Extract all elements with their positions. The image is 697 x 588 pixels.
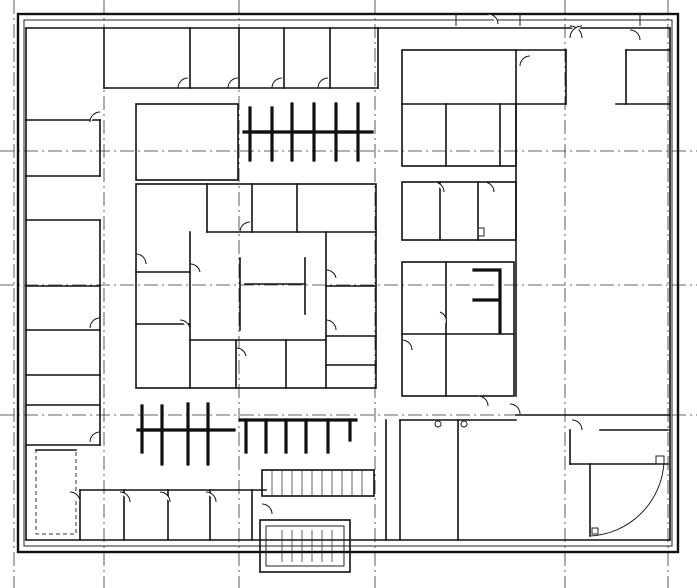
door-swing [509, 403, 521, 415]
bottom-right-suite [385, 419, 669, 541]
door-swing [189, 263, 201, 273]
door-swing [439, 311, 447, 325]
workstations-upper [242, 102, 374, 162]
door-swing [89, 111, 101, 123]
door-swing [205, 491, 217, 503]
fixture-marker [460, 420, 468, 428]
door-swing [69, 491, 81, 503]
fixture-marker [434, 420, 442, 428]
door-swing [571, 419, 583, 431]
door-swing [317, 77, 329, 89]
fixture-marker [477, 227, 485, 237]
door-swing [227, 77, 239, 89]
fixtures [434, 227, 665, 535]
door-swing [477, 395, 489, 407]
door-swing [629, 29, 641, 41]
door-swing [135, 253, 147, 265]
door-swing [569, 25, 583, 39]
door-swing [325, 319, 337, 331]
central-core [135, 103, 377, 389]
door-swing [261, 503, 273, 515]
left-offices [25, 119, 101, 446]
door-swing [271, 77, 283, 89]
door-swing [89, 317, 101, 329]
right-open-area [515, 49, 671, 416]
door-swing [235, 347, 247, 357]
door-swing [487, 13, 499, 25]
door-swing [239, 221, 251, 233]
stair-core [259, 469, 375, 573]
top-left-offices [103, 27, 379, 89]
door-swing [483, 181, 495, 193]
door-swing [89, 431, 101, 443]
door-swing [177, 77, 189, 89]
door-swing [519, 55, 531, 67]
bottom-left-offices [35, 449, 267, 541]
door-swing [433, 181, 445, 193]
door-swings [69, 13, 641, 515]
workstations-lower [136, 402, 358, 466]
fixture-marker [591, 527, 599, 535]
door-swing [159, 491, 171, 503]
door-swing [325, 269, 337, 279]
fixture-marker [655, 455, 665, 465]
right-centre-offices [401, 49, 567, 397]
door-swing [119, 491, 131, 503]
door-swing [401, 339, 413, 351]
door-swing [179, 319, 191, 331]
exterior-walls [16, 12, 680, 554]
